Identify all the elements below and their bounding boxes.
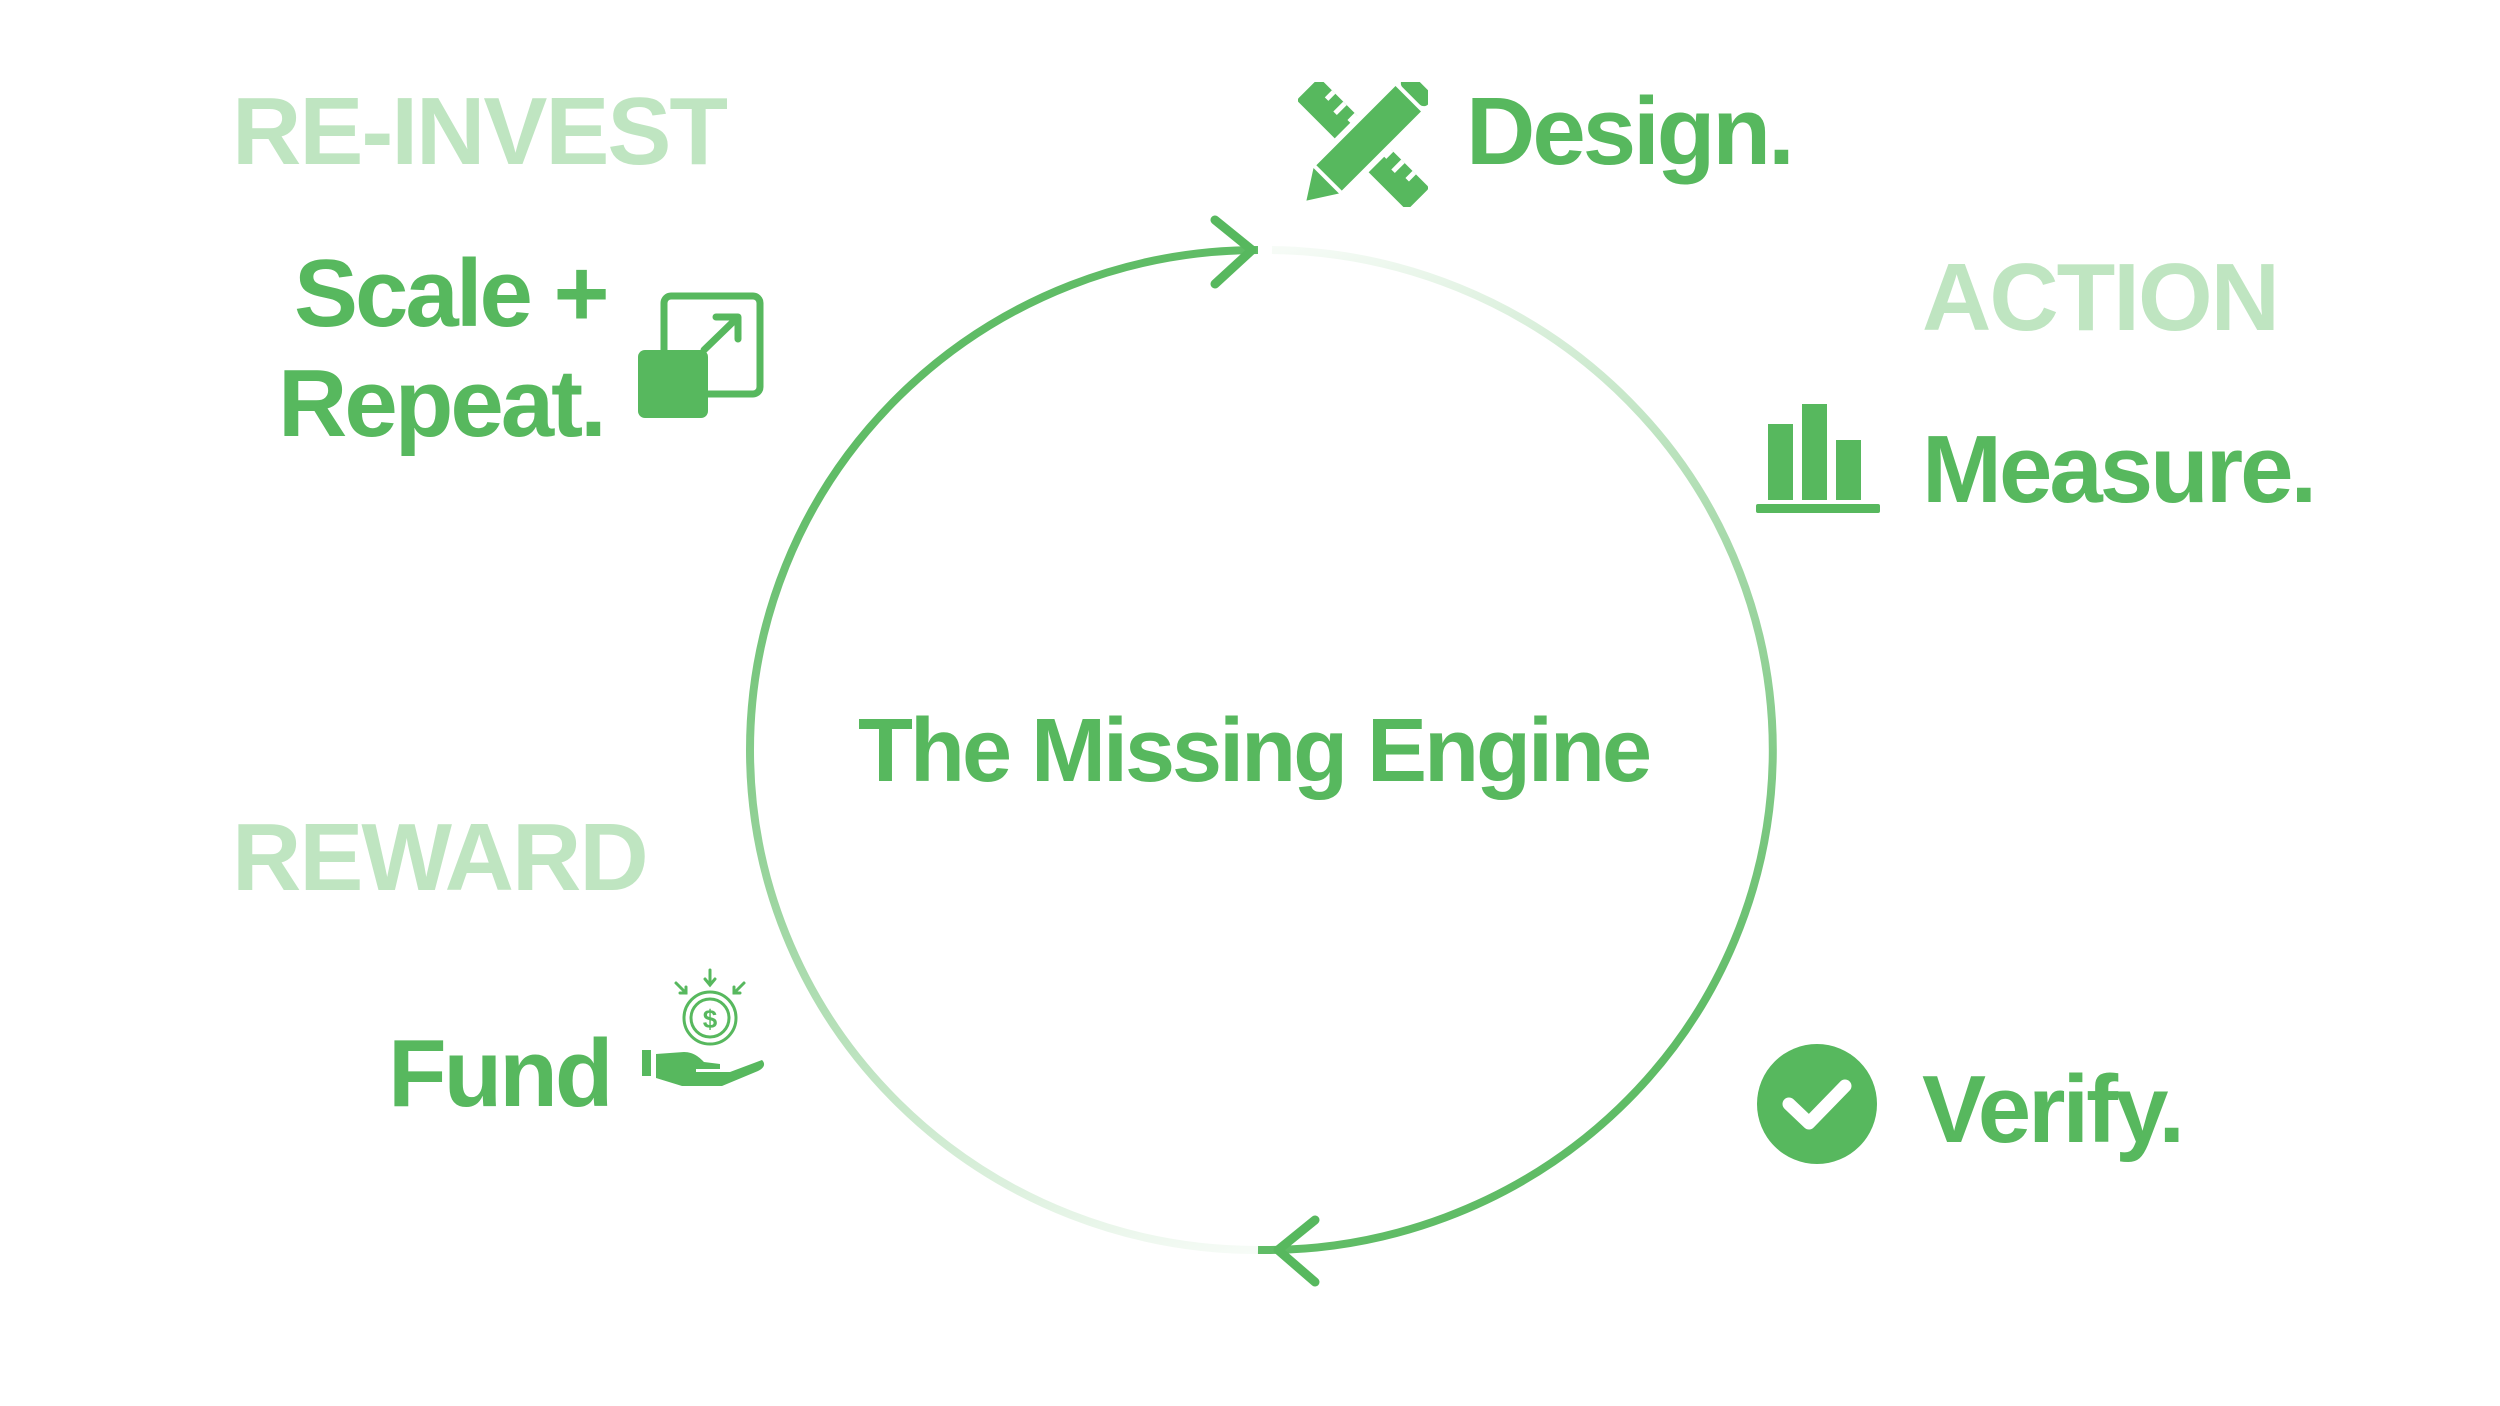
step-label-verify: Verify. (1922, 1056, 2185, 1163)
step-label-repeat: Repeat. (278, 350, 607, 457)
arrowhead-top (1210, 215, 1257, 289)
pencil-ruler-icon (1298, 82, 1428, 207)
hand-coin-icon: $ (642, 968, 765, 1086)
step-label-scale: Scale + (294, 240, 610, 347)
expand-icon (638, 292, 764, 418)
arrowhead-bottom (1273, 1215, 1320, 1287)
step-label-fund: Fund (388, 1020, 614, 1127)
section-label-reinvest: RE-INVEST (232, 78, 728, 185)
bar-chart-icon (1756, 404, 1880, 513)
section-label-action: ACTION (1922, 244, 2280, 351)
cycle-arc-right (1257, 246, 1778, 1255)
section-label-reward: REWARD (232, 804, 649, 911)
step-label-design: Design. (1466, 78, 1795, 185)
check-circle-icon (1757, 1044, 1877, 1164)
cycle-arc-left (746, 246, 1259, 1254)
svg-text:$: $ (703, 1004, 718, 1034)
step-label-measure: Measure. (1922, 416, 2317, 523)
center-title: The Missing Engine (858, 701, 1652, 801)
